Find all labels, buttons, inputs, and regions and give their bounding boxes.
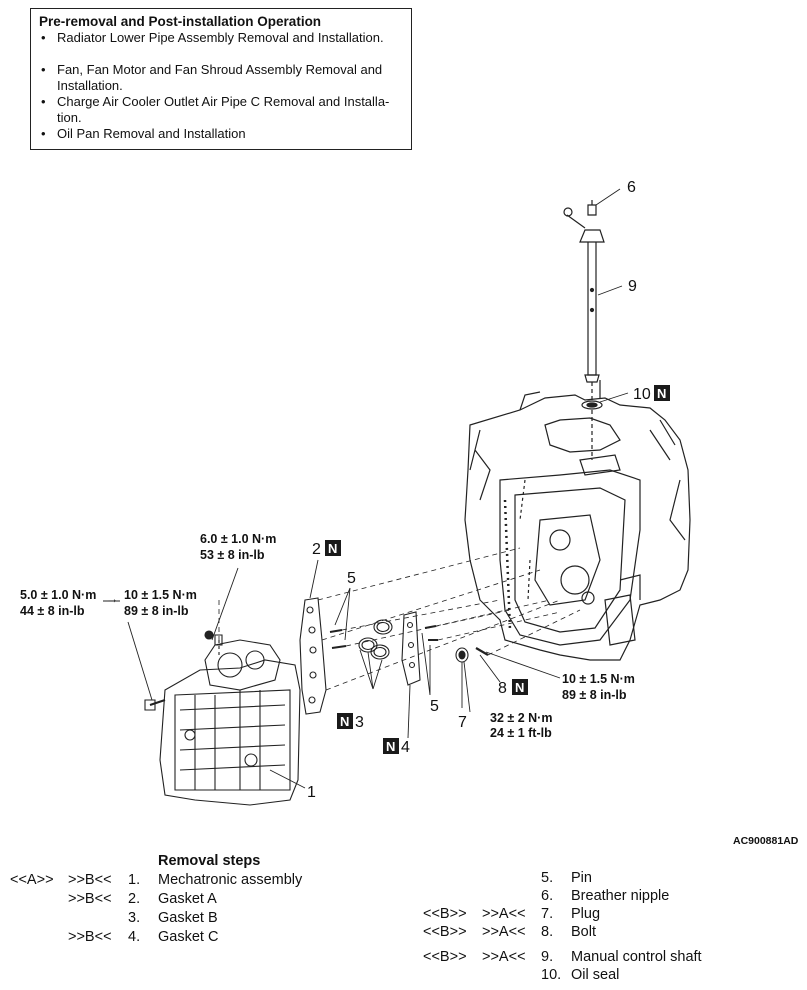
alignment-lines xyxy=(218,547,581,691)
torque-spec-line: 32 ± 2 N·m xyxy=(490,711,552,725)
step-name: Gasket B xyxy=(158,910,218,926)
new-part-marker xyxy=(325,540,341,556)
step-ref-secondary: >>A<< xyxy=(482,924,526,940)
torque-spec-line: 44 ± 8 in-lb xyxy=(20,604,85,618)
step-number: 9. xyxy=(541,949,554,965)
torque-arrow: → xyxy=(106,592,119,606)
exploded-view-diagram: 6 9 10 N 2 N 5 5 N 3 N 4 7 8 N 1 6.0 ± 1… xyxy=(20,179,799,847)
pre-removal-box: Pre-removal and Post-installation Operat… xyxy=(30,8,412,150)
step-name: Oil seal xyxy=(571,967,620,983)
callout-9: 9 xyxy=(628,278,637,295)
step-number: 8. xyxy=(541,924,554,940)
step-ref-primary: <<B>> xyxy=(423,949,467,965)
step-ref-secondary: >>B<< xyxy=(68,872,112,888)
callout-8: 8 xyxy=(498,680,507,697)
step-ref-secondary: >>A<< xyxy=(482,949,526,965)
new-part-mark-4: N xyxy=(386,739,395,754)
step-name: Gasket A xyxy=(158,891,217,907)
callout-10: 10 xyxy=(633,386,651,403)
callout-4: 4 xyxy=(401,739,410,756)
callout-3: 3 xyxy=(355,714,364,731)
torque-spec-line: 10 ± 1.5 N·m xyxy=(124,588,197,602)
step-number: 1. xyxy=(128,872,141,888)
callout-1: 1 xyxy=(307,784,316,801)
torque-spec-line: 89 ± 8 in-lb xyxy=(562,688,627,702)
step-name: Breather nipple xyxy=(571,888,670,904)
step-number: 10. xyxy=(541,967,562,983)
removal-steps: Removal steps <<A>> >>B<< 1. Mechatronic… xyxy=(0,850,807,990)
torque-spec-line: 89 ± 8 in-lb xyxy=(124,604,189,618)
step-ref-primary: <<B>> xyxy=(423,924,467,940)
new-part-mark-10: N xyxy=(657,386,666,401)
torque-spec-line: 24 ± 1 ft-lb xyxy=(490,726,552,740)
step-ref-secondary: >>B<< xyxy=(68,891,112,907)
pre-removal-item: Oil Pan Removal and Installation xyxy=(39,126,403,142)
new-part-marker xyxy=(337,713,353,729)
pre-removal-title: Pre-removal and Post-installation Operat… xyxy=(39,14,322,29)
gasket-c xyxy=(401,611,421,686)
new-part-mark-3: N xyxy=(340,714,349,729)
callout-7: 7 xyxy=(458,714,467,731)
pre-removal-list: Radiator Lower Pipe Assembly Removal and… xyxy=(39,30,403,142)
step-ref-secondary: >>A<< xyxy=(482,906,526,922)
callout-5: 5 xyxy=(430,698,439,715)
pre-removal-item: Radiator Lower Pipe Assembly Removal and… xyxy=(39,30,403,46)
torque-spec-line: 53 ± 8 in-lb xyxy=(200,548,265,562)
callout-6: 6 xyxy=(627,179,636,196)
step-name: Pin xyxy=(571,870,592,886)
new-part-marker xyxy=(512,679,528,695)
step-ref-secondary: >>B<< xyxy=(68,929,112,945)
new-part-mark-2: N xyxy=(328,541,337,556)
step-number: 7. xyxy=(541,906,554,922)
step-name: Plug xyxy=(571,906,601,922)
callout-5: 5 xyxy=(347,570,356,587)
new-part-marker xyxy=(383,738,399,754)
manual-control-shaft xyxy=(563,200,605,460)
step-number: 4. xyxy=(128,929,141,945)
step-number: 3. xyxy=(128,910,141,926)
step-number: 5. xyxy=(541,870,554,886)
leader-lines xyxy=(103,188,629,789)
torque-spec-line: 10 ± 1.5 N·m xyxy=(562,672,635,686)
mechatronic-assembly xyxy=(144,630,301,806)
pre-removal-item: Fan, Fan Motor and Fan Shroud Assembly R… xyxy=(39,62,403,94)
step-name: Mechatronic assembly xyxy=(158,872,303,888)
torque-spec-line: 6.0 ± 1.0 N·m xyxy=(200,532,276,546)
transaxle-case xyxy=(464,380,691,661)
removal-steps-heading: Removal steps xyxy=(158,853,261,869)
torque-spec-line: 5.0 ± 1.0 N·m xyxy=(20,588,96,602)
new-part-marker xyxy=(654,385,670,401)
step-number: 6. xyxy=(541,888,554,904)
step-name: Bolt xyxy=(571,924,596,940)
step-name: Manual control shaft xyxy=(571,949,702,965)
step-number: 2. xyxy=(128,891,141,907)
callout-2: 2 xyxy=(312,541,321,558)
gasket-a xyxy=(299,597,327,715)
step-ref-primary: <<A>> xyxy=(10,872,54,888)
step-ref-primary: <<B>> xyxy=(423,906,467,922)
figure-reference-code: AC900881AD xyxy=(733,835,799,847)
pre-removal-item: Charge Air Cooler Outlet Air Pipe C Remo… xyxy=(39,94,403,126)
step-name: Gasket C xyxy=(158,929,219,945)
new-part-mark-8: N xyxy=(515,680,524,695)
